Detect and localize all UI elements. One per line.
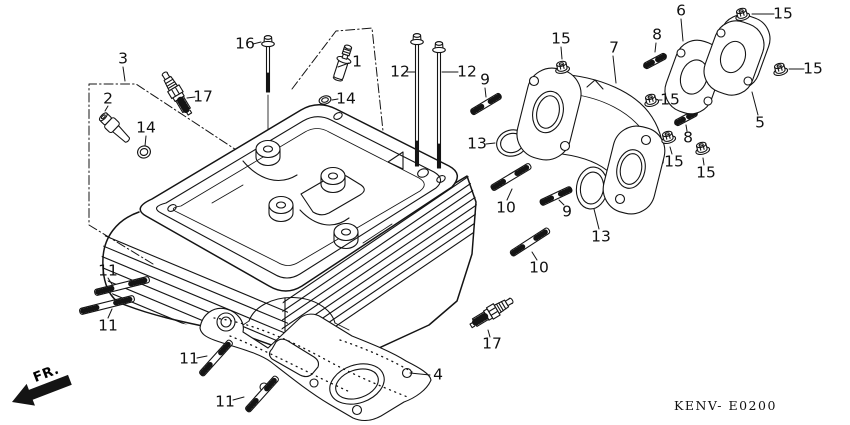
callout-16: 16 — [235, 34, 255, 53]
callout-15: 15 — [660, 90, 680, 109]
callout-15: 15 — [696, 163, 716, 182]
callout-15: 15 — [803, 59, 823, 78]
callout-10: 10 — [496, 198, 516, 217]
callout-3: 3 — [118, 49, 128, 68]
callout-11: 11 — [179, 349, 199, 368]
callout-14: 14 — [336, 89, 356, 108]
stud-8-upper — [643, 53, 667, 70]
callout-leader-lines — [104, 13, 805, 401]
flange-nut-15-f — [693, 140, 711, 157]
callout-6: 6 — [676, 1, 686, 20]
callout-13: 13 — [467, 134, 487, 153]
callout-7: 7 — [609, 38, 619, 57]
stud-11-d — [245, 375, 280, 413]
callout-11: 11 — [215, 392, 235, 411]
callout-10: 10 — [529, 258, 549, 277]
spark-plug-top — [158, 69, 194, 118]
cylinder-head-drawing — [101, 104, 477, 357]
group-boundary-line-right — [291, 27, 384, 132]
callout-11: 11 — [98, 261, 118, 280]
flange-bolt-12-right — [432, 41, 446, 169]
callout-15: 15 — [551, 29, 571, 48]
callout-14: 14 — [136, 118, 156, 137]
callout-15: 15 — [773, 4, 793, 23]
callout-5: 5 — [755, 113, 765, 132]
flange-nut-15-e — [659, 129, 677, 146]
callout-11: 11 — [98, 316, 118, 335]
insulator-plate-drawing — [703, 14, 771, 96]
stud-10-upper — [490, 163, 532, 191]
spark-plug-bottom — [467, 294, 516, 330]
stud-11-c — [199, 339, 234, 377]
flange-bolt-16 — [261, 35, 275, 93]
front-direction-arrow — [12, 374, 72, 406]
sealing-bolt-1 — [332, 44, 353, 82]
callout-17: 17 — [193, 87, 213, 106]
callout-13: 13 — [591, 227, 611, 246]
callout-9: 9 — [562, 202, 572, 221]
callout-17: 17 — [482, 334, 502, 353]
callout-8: 8 — [652, 25, 662, 44]
flange-nut-15-b — [771, 61, 789, 78]
flange-bolt-12-left — [410, 33, 424, 167]
sealing-bolt-2 — [98, 112, 130, 143]
callout-4: 4 — [433, 365, 443, 384]
o-ring-14-left — [137, 145, 151, 159]
flange-nut-15-d — [642, 92, 660, 109]
intake-manifold-drawing — [516, 67, 666, 215]
callout-9: 9 — [480, 70, 490, 89]
callout-8: 8 — [683, 128, 693, 147]
head-gasket-drawing — [199, 307, 432, 421]
callout-12: 12 — [457, 62, 477, 81]
drawing-code: KENV- E0200 — [674, 398, 777, 413]
callout-1: 1 — [352, 52, 362, 71]
callout-15: 15 — [664, 152, 684, 171]
callout-12: 12 — [390, 62, 410, 81]
stud-10-lower — [509, 227, 550, 257]
callout-2: 2 — [103, 89, 113, 108]
o-ring-14-right — [318, 95, 332, 105]
